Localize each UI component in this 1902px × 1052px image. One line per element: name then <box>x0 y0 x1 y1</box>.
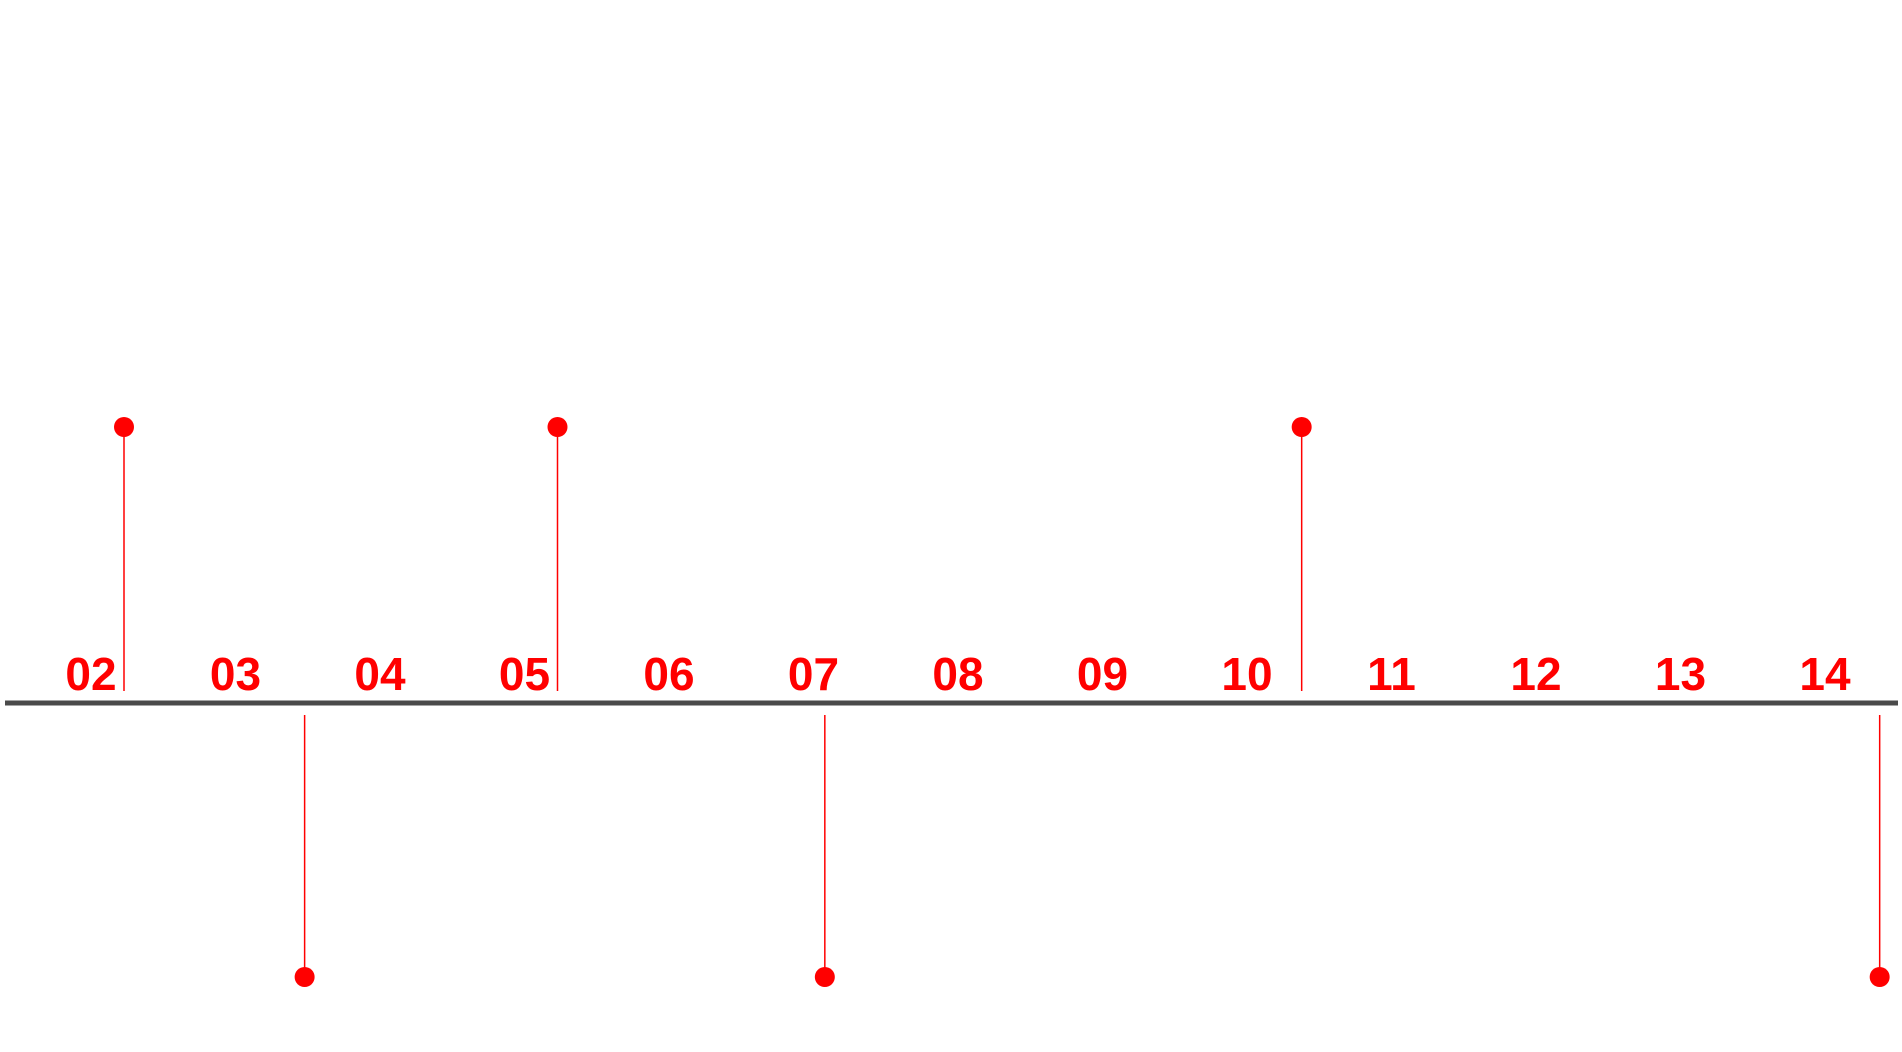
year-label-12: 12 <box>1510 648 1561 700</box>
marker-dot <box>1291 417 1312 437</box>
year-label-13: 13 <box>1655 648 1706 700</box>
marker-dot <box>547 417 568 437</box>
timeline-marker-1 <box>294 715 315 987</box>
timeline-marker-3 <box>814 715 835 987</box>
year-label-10: 10 <box>1221 648 1272 700</box>
year-label-07: 07 <box>788 648 839 700</box>
marker-dot <box>114 417 134 437</box>
year-label-03: 03 <box>210 648 261 700</box>
year-labels: 02 03 04 05 06 07 08 09 10 11 12 13 14 <box>65 648 1851 700</box>
timeline-marker-5 <box>1869 715 1890 987</box>
timeline-markers <box>114 417 1890 987</box>
year-label-09: 09 <box>1077 648 1128 700</box>
year-label-05: 05 <box>499 648 550 700</box>
year-label-11: 11 <box>1367 648 1416 700</box>
year-label-06: 06 <box>643 648 694 700</box>
marker-dot <box>1869 967 1890 987</box>
timeline-marker-0 <box>114 417 134 691</box>
year-label-08: 08 <box>932 648 983 700</box>
year-label-04: 04 <box>354 648 406 700</box>
timeline-marker-2 <box>547 417 568 691</box>
year-label-02: 02 <box>65 648 116 700</box>
marker-dot <box>294 967 315 987</box>
marker-dot <box>814 967 835 987</box>
year-label-14: 14 <box>1799 648 1851 700</box>
timeline-marker-4 <box>1291 417 1312 691</box>
